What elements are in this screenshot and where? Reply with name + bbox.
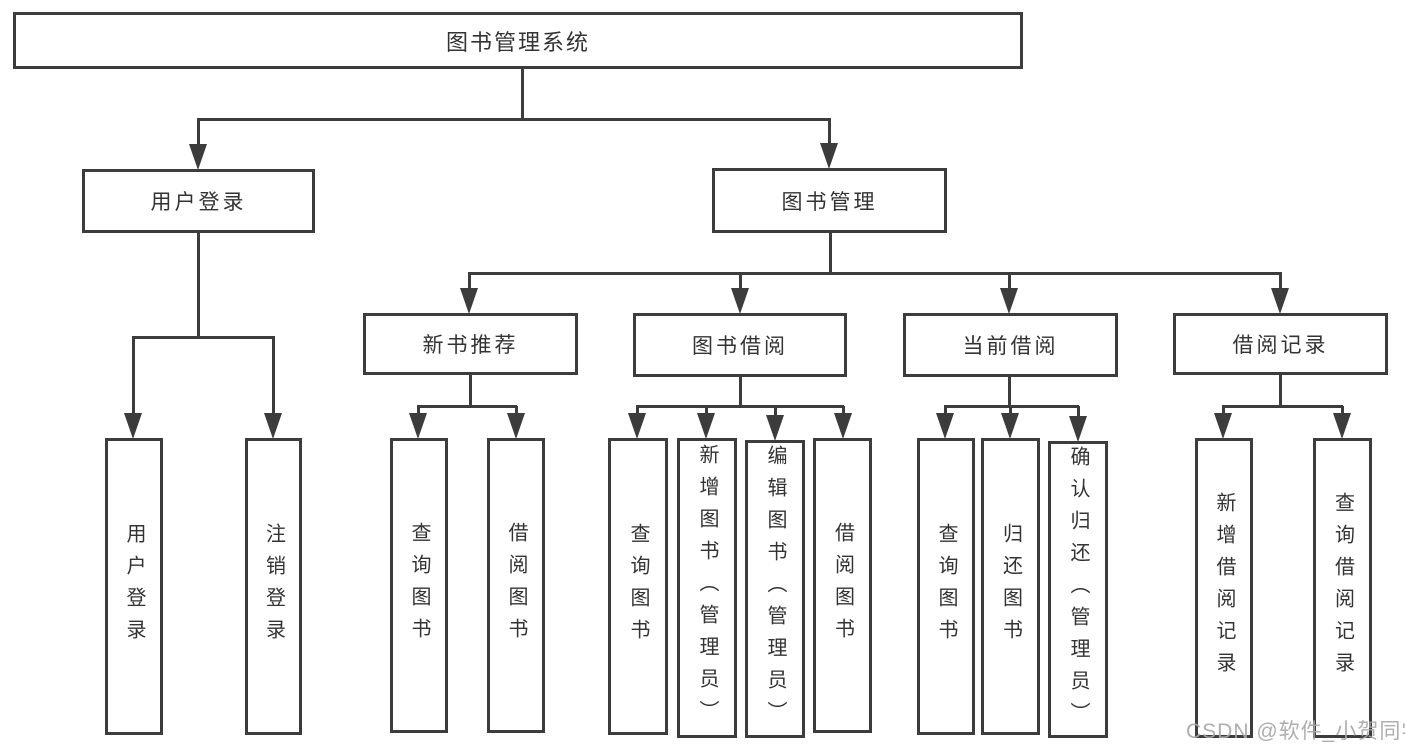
connector-rail bbox=[468, 272, 1282, 275]
arrowhead-down-icon bbox=[697, 413, 715, 439]
node-new-book-recommend: 新书推荐 bbox=[363, 313, 578, 375]
connector-stub bbox=[520, 68, 524, 121]
node-label: 注销登录 bbox=[262, 522, 285, 651]
node-label: 当前借阅 bbox=[962, 335, 1059, 358]
connector-drop bbox=[416, 406, 420, 417]
arrowhead-down-icon bbox=[460, 288, 478, 314]
connector-stub bbox=[1007, 377, 1011, 408]
arrowhead-down-icon bbox=[409, 413, 427, 439]
connector-drop bbox=[1221, 406, 1225, 417]
arrowhead-down-icon bbox=[1000, 288, 1018, 314]
node-label: 确认归还（管理员） bbox=[1067, 445, 1089, 734]
node-label: 新增图书（管理员） bbox=[696, 444, 718, 732]
node-label: 归还图书 bbox=[999, 522, 1022, 651]
arrowhead-down-icon bbox=[1069, 416, 1087, 442]
connector-drop bbox=[1278, 273, 1282, 292]
leaf-add-borrow-record: 新增借阅记录 bbox=[1195, 438, 1253, 738]
node-label: 图书管理系统 bbox=[445, 29, 590, 55]
connector-rail bbox=[1222, 405, 1343, 408]
connector-stub bbox=[828, 233, 832, 275]
leaf-borrow-query-book: 查询图书 bbox=[608, 438, 668, 735]
leaf-logout: 注销登录 bbox=[245, 438, 302, 735]
node-label: 查询图书 bbox=[935, 522, 957, 651]
connector-drop bbox=[738, 273, 742, 292]
arrowhead-down-icon bbox=[189, 144, 207, 170]
watermark-csdn: CSDN @软件_小贺同学 bbox=[1186, 720, 1405, 743]
leaf-query-borrow-record: 查询借阅记录 bbox=[1313, 438, 1372, 738]
node-label: 用户登录 bbox=[150, 191, 247, 214]
arrowhead-down-icon bbox=[1271, 288, 1289, 314]
connector-rail bbox=[944, 405, 1079, 408]
connector-stub bbox=[468, 375, 472, 408]
connector-rail bbox=[197, 118, 831, 121]
node-label: 图书管理 bbox=[781, 190, 878, 214]
arrowhead-down-icon bbox=[1333, 413, 1351, 439]
node-book-borrow: 图书借阅 bbox=[633, 313, 847, 377]
arrowhead-down-icon bbox=[1214, 413, 1232, 439]
arrowhead-down-icon bbox=[820, 143, 838, 169]
node-label: 新增借阅记录 bbox=[1213, 492, 1235, 684]
node-book-management-system: 图书管理系统 bbox=[13, 12, 1023, 69]
node-label: 借阅图书 bbox=[831, 521, 854, 650]
connector-drop bbox=[1008, 406, 1012, 417]
arrowhead-down-icon bbox=[1001, 413, 1019, 439]
node-label: 查询图书 bbox=[408, 521, 430, 650]
node-label: 借阅图书 bbox=[505, 521, 527, 650]
arrowhead-down-icon bbox=[766, 415, 784, 441]
connector-rail bbox=[132, 336, 275, 339]
connector-drop bbox=[827, 120, 831, 147]
connector-drop bbox=[1340, 406, 1344, 417]
connector-drop bbox=[943, 406, 947, 417]
arrowhead-down-icon bbox=[936, 413, 954, 439]
leaf-current-query-book: 查询图书 bbox=[917, 438, 975, 735]
arrowhead-down-icon bbox=[507, 413, 525, 439]
connector-drop bbox=[635, 406, 639, 417]
connector-drop bbox=[467, 273, 471, 292]
leaf-confirm-return-admin: 确认归还（管理员） bbox=[1048, 441, 1108, 738]
node-label: 图书借阅 bbox=[692, 335, 788, 358]
leaf-recommend-borrow-book: 借阅图书 bbox=[487, 438, 545, 733]
connector-drop bbox=[271, 337, 275, 417]
connector-drop bbox=[1007, 273, 1011, 292]
node-label: 查询图书 bbox=[627, 522, 649, 651]
node-book-management: 图书管理 bbox=[712, 168, 947, 233]
connector-stub bbox=[196, 233, 200, 339]
node-current-borrow: 当前借阅 bbox=[903, 313, 1118, 377]
arrowhead-down-icon bbox=[731, 288, 749, 314]
leaf-add-book-admin: 新增图书（管理员） bbox=[677, 438, 737, 738]
connector-drop bbox=[704, 406, 708, 417]
node-user-login: 用户登录 bbox=[82, 169, 315, 233]
leaf-return-book: 归还图书 bbox=[981, 438, 1040, 735]
connector-stub bbox=[738, 377, 742, 408]
node-label: 借阅记录 bbox=[1232, 334, 1329, 357]
connector-drop bbox=[773, 406, 777, 419]
leaf-borrow-borrow-book: 借阅图书 bbox=[813, 438, 872, 733]
connector-drop bbox=[841, 406, 845, 417]
arrowhead-down-icon bbox=[124, 413, 142, 439]
node-label: 新书推荐 bbox=[422, 334, 519, 357]
arrowhead-down-icon bbox=[628, 413, 646, 439]
leaf-edit-book-admin: 编辑图书（管理员） bbox=[745, 440, 805, 738]
connector-rail bbox=[636, 405, 844, 408]
connector-drop bbox=[1076, 406, 1080, 420]
leaf-user-login: 用户登录 bbox=[105, 438, 163, 735]
node-label: 编辑图书（管理员） bbox=[764, 445, 786, 733]
node-borrow-record: 借阅记录 bbox=[1173, 313, 1388, 375]
leaf-recommend-query-book: 查询图书 bbox=[390, 438, 448, 733]
connector-drop bbox=[196, 120, 200, 148]
arrowhead-down-icon bbox=[834, 413, 852, 439]
arrowhead-down-icon bbox=[264, 413, 282, 439]
node-label: 用户登录 bbox=[123, 522, 145, 651]
connector-drop bbox=[514, 406, 518, 417]
connector-rail bbox=[417, 405, 517, 408]
node-label: 查询借阅记录 bbox=[1331, 492, 1354, 684]
connector-stub bbox=[1278, 375, 1282, 408]
connector-drop bbox=[131, 337, 135, 417]
